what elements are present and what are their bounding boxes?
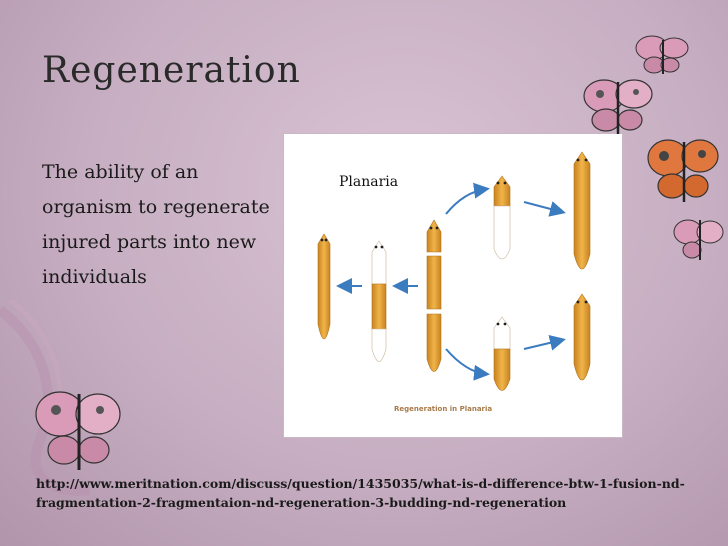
planaria-icon-intact <box>317 233 331 340</box>
butterfly-icon <box>673 219 724 260</box>
arrow-icon <box>445 348 490 381</box>
planaria-icon-regrowing <box>371 240 387 362</box>
body-text: The ability of an organism to regenerate… <box>42 161 270 288</box>
planaria-diagram <box>317 151 591 391</box>
planaria-figure: Planaria Regeneration in Planaria <box>283 133 623 438</box>
slide-title: Regeneration <box>42 50 301 91</box>
butterfly-icon <box>35 391 121 470</box>
butterfly-icon <box>635 35 689 74</box>
arrow-icon <box>445 182 490 215</box>
planaria-icon-bottom-complete <box>573 293 591 381</box>
source-link[interactable]: http://www.meritnation.com/discuss/quest… <box>36 476 685 510</box>
arrow-icon <box>523 334 566 351</box>
butterfly-icon <box>647 139 719 202</box>
figure-caption: Regeneration in Planaria <box>394 405 493 413</box>
planaria-icon-cut <box>426 219 442 372</box>
planaria-icon-top-regen <box>493 175 511 260</box>
arrow-icon <box>523 201 566 217</box>
planaria-icon-bottom-regen <box>493 316 511 391</box>
butterfly-icon <box>583 79 653 134</box>
planaria-icon-top-complete <box>573 151 591 270</box>
figure-label: Planaria <box>339 174 399 190</box>
